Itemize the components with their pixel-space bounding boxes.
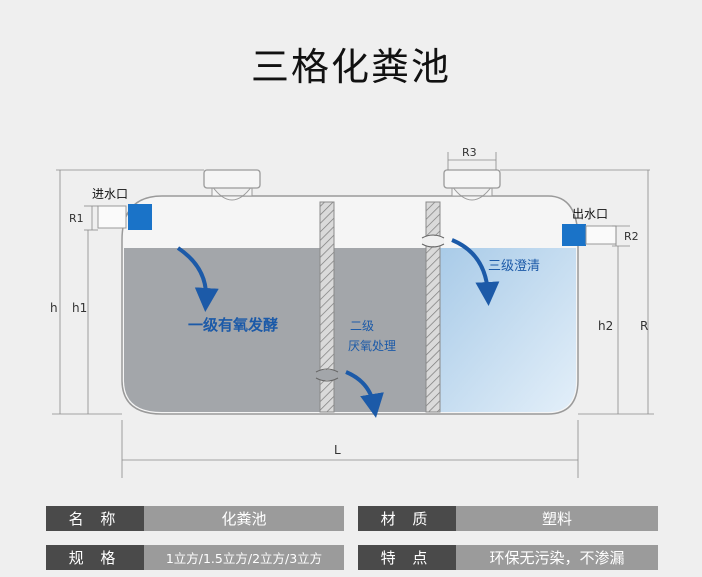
label-h1: h1: [72, 301, 87, 315]
label-r: R: [640, 319, 648, 333]
flow-arrow-2: [345, 370, 384, 418]
inlet-pipe-sleeve: [97, 205, 127, 229]
spec-key: 特 点: [358, 545, 456, 570]
spec-row-name: 名 称 化粪池: [46, 506, 344, 531]
flow-arrow-3: [451, 238, 500, 306]
stage2-label-line2: 厌氧处理: [348, 339, 396, 353]
label-r3: R3: [462, 146, 477, 159]
spec-value: 塑料: [456, 506, 658, 531]
label-outlet: 出水口: [572, 207, 608, 221]
spec-key: 规 格: [46, 545, 144, 570]
manhole-right-cap: [443, 169, 501, 189]
outlet-pipe-sleeve: [585, 225, 617, 245]
spec-row-feature: 特 点 环保无污染，不渗漏: [358, 545, 658, 570]
page-title: 三格化粪池: [250, 45, 451, 89]
label-r1: R1: [69, 212, 84, 225]
spec-value: 环保无污染，不渗漏: [456, 545, 658, 570]
spec-value: 1立方/1.5立方/2立方/3立方: [144, 545, 344, 570]
inlet-pipe: [128, 204, 152, 230]
spec-value: 化粪池: [144, 506, 344, 531]
label-h2: h2: [598, 319, 613, 333]
spec-row-size: 规 格 1立方/1.5立方/2立方/3立方: [46, 545, 344, 570]
partition-1: [319, 201, 335, 413]
flow-arrow-1: [176, 246, 219, 312]
label-l: L: [334, 443, 341, 457]
spec-row-material: 材 质 塑料: [358, 506, 658, 531]
partition-2: [425, 201, 441, 413]
manhole-left-cap: [203, 169, 261, 189]
stage2-label-line1: 二级: [350, 319, 374, 333]
spec-key: 名 称: [46, 506, 144, 531]
stage3-label: 三级澄清: [488, 259, 540, 274]
label-r2: R2: [624, 230, 639, 243]
water-blue: [440, 248, 576, 412]
stage1-label: 一级有氧发酵: [188, 316, 278, 334]
outlet-pipe: [562, 224, 586, 246]
spec-key: 材 质: [358, 506, 456, 531]
label-inlet: 进水口: [92, 187, 128, 201]
label-h: h: [50, 301, 58, 315]
septic-tank-diagram: 一级有氧发酵 二级 厌氧处理 三级澄清 进水口 出水口 R1 R2 R3 h h…: [50, 146, 654, 478]
